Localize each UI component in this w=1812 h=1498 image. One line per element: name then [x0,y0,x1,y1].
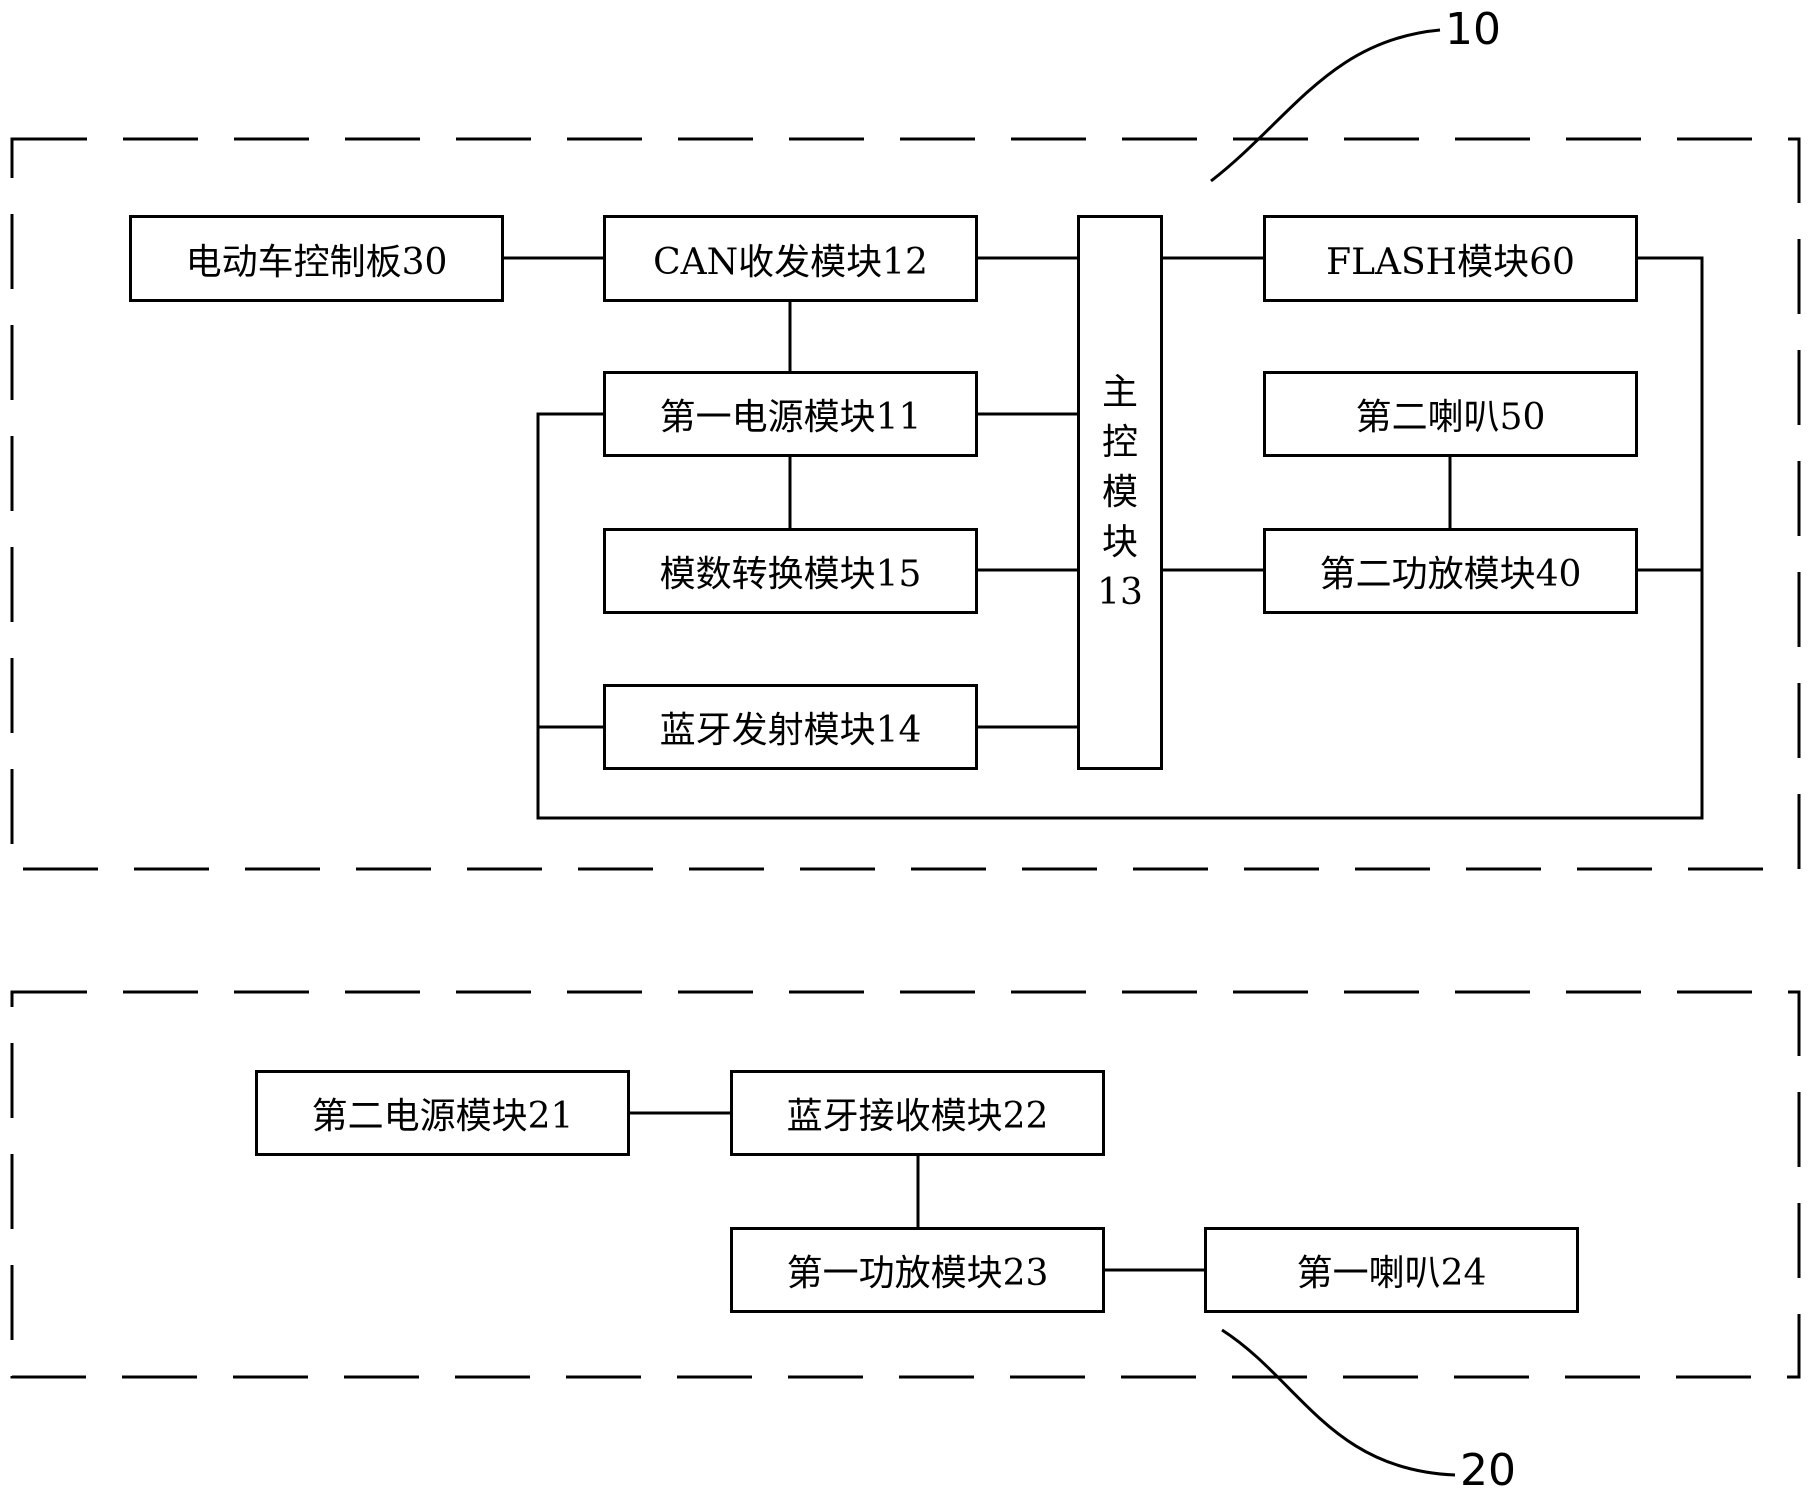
power-bus [536,256,1704,820]
group-10-reference: 10 [1445,4,1501,55]
main-control-box: 主 控 模 块 13 [1077,215,1163,770]
bt-transmitter-label: 蓝牙发射模块14 [659,710,922,751]
second-amp-label: 第二功放模块40 [1319,554,1582,595]
main-control-char: 块 [1101,521,1138,563]
group-20-boundary [10,990,1801,1379]
bt-receiver-label: 蓝牙接收模块22 [786,1096,1049,1137]
adc-label: 模数转换模块15 [659,554,922,595]
adc-box: 模数转换模块15 [603,528,978,614]
can-transceiver-label: CAN收发模块12 [653,241,928,283]
main-control-char: 模 [1101,471,1138,513]
second-power-box: 第二电源模块21 [255,1070,630,1156]
ev-control-board-box: 电动车控制板30 [129,215,504,302]
first-speaker-box: 第一喇叭24 [1204,1227,1579,1313]
second-power-label: 第二电源模块21 [311,1096,574,1137]
main-control-char: 控 [1101,421,1138,463]
first-amp-box: 第一功放模块23 [730,1227,1105,1313]
first-power-label: 第一电源模块11 [659,397,922,438]
group-10-boundary [10,137,1801,871]
leader-10 [1210,28,1441,183]
flash-box: FLASH模块60 [1263,215,1638,302]
can-transceiver-box: CAN收发模块12 [603,215,978,302]
first-power-box: 第一电源模块11 [603,371,978,457]
leader-20 [1221,1328,1456,1477]
second-amp-box: 第二功放模块40 [1263,528,1638,614]
flash-label: FLASH模块60 [1326,241,1575,283]
ev-control-board-label: 电动车控制板30 [185,241,448,283]
second-speaker-label: 第二喇叭50 [1355,397,1546,438]
second-speaker-box: 第二喇叭50 [1263,371,1638,457]
main-control-char: 主 [1101,371,1138,413]
bt-receiver-box: 蓝牙接收模块22 [730,1070,1105,1156]
group-20-reference: 20 [1460,1445,1516,1496]
bt-transmitter-box: 蓝牙发射模块14 [603,684,978,770]
first-amp-label: 第一功放模块23 [786,1253,1049,1294]
main-control-number: 13 [1097,571,1143,613]
first-speaker-label: 第一喇叭24 [1296,1253,1487,1294]
